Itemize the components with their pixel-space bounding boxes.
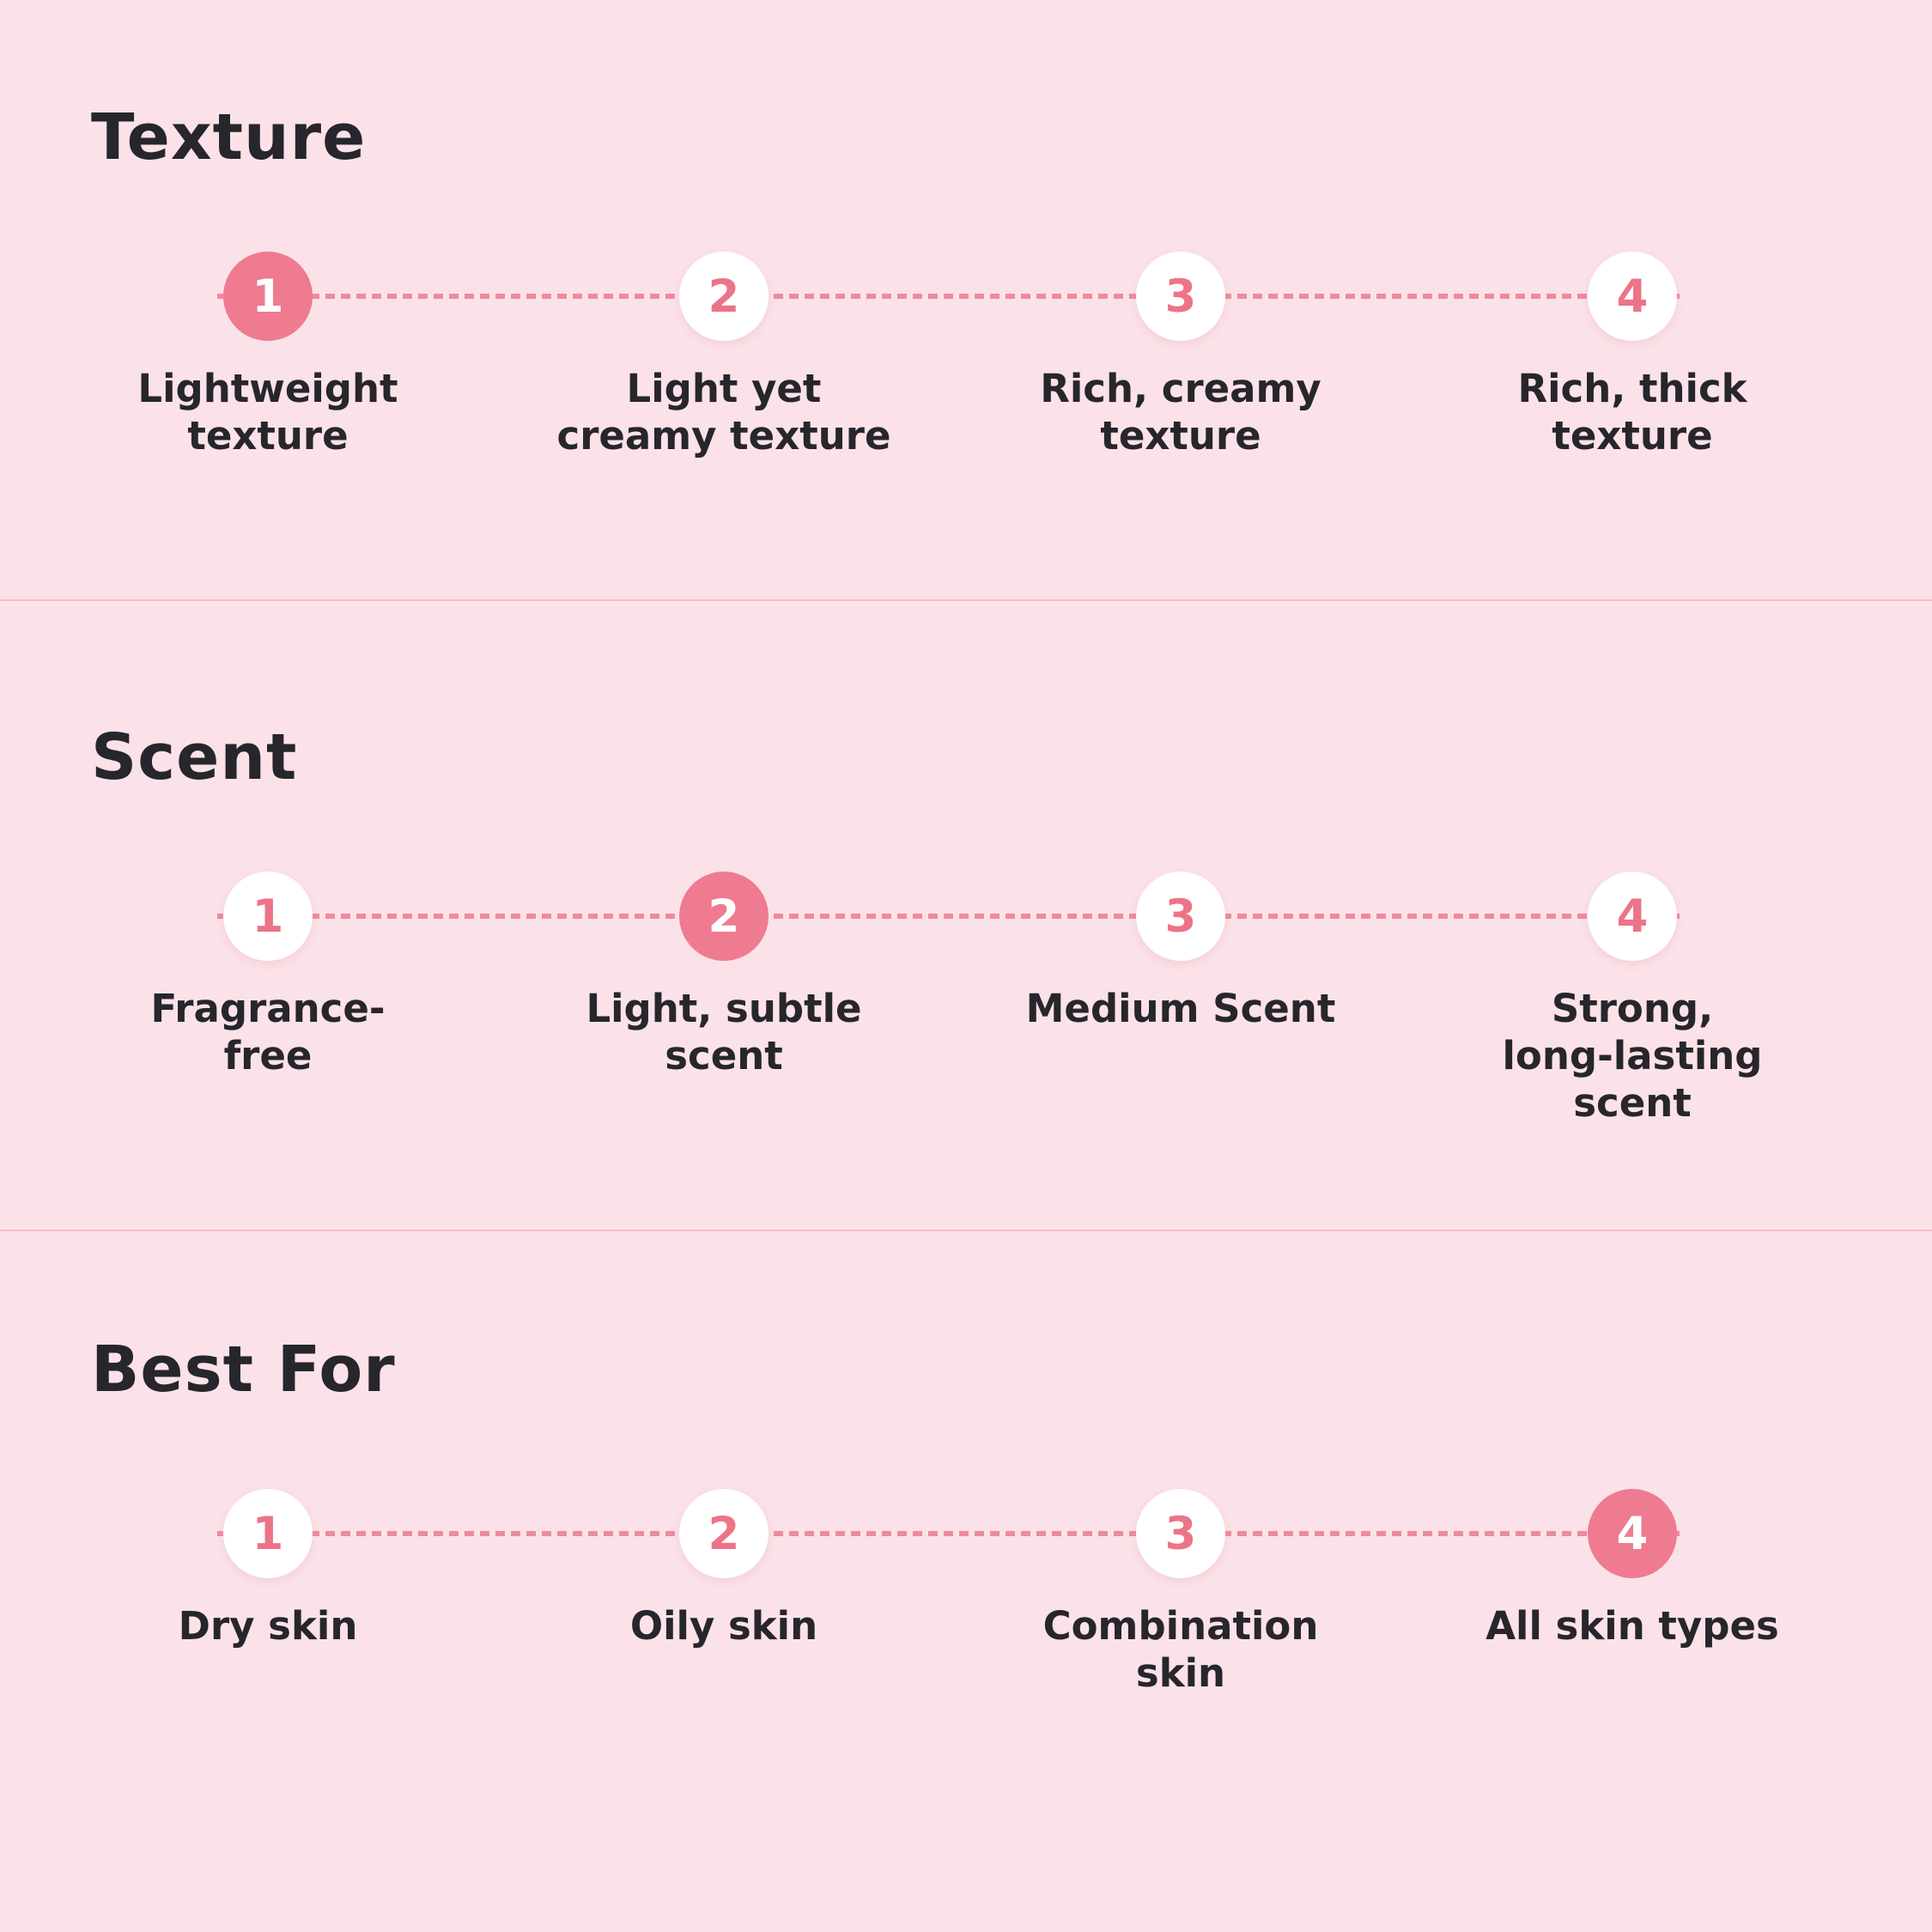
best-for-option-label-1: Dry skin xyxy=(178,1603,358,1649)
texture-stop-3: 3 xyxy=(1136,252,1225,341)
best-for-option-label-2: Oily skin xyxy=(629,1603,818,1649)
texture-option-label-1: Lightweight texture xyxy=(137,366,398,459)
best-for-option-label-4: All skin types xyxy=(1485,1603,1779,1649)
scent-stop-4: 4 xyxy=(1588,872,1677,961)
scent-option-label-3: Medium Scent xyxy=(1025,986,1336,1031)
scent-stop-2-number: 2 xyxy=(708,890,740,943)
texture-stop-2-number: 2 xyxy=(708,270,740,323)
section-texture: Texture 1 2 3 4 Lightweight texture Ligh… xyxy=(0,0,1932,599)
scent-stop-1-number: 1 xyxy=(252,890,284,943)
scent-option-label-1: Fragrance- free xyxy=(150,986,386,1078)
scent-stop-3: 3 xyxy=(1136,872,1225,961)
best-for-stop-3-number: 3 xyxy=(1164,1507,1197,1560)
section-scent: Scent 1 2 3 4 Fragrance- free Light, sub… xyxy=(0,599,1932,1230)
scent-scale-track xyxy=(217,914,1681,919)
texture-stop-4-number: 4 xyxy=(1616,270,1649,323)
section-best-for: Best For 1 2 3 4 Dry skin Oily skin Comb… xyxy=(0,1230,1932,1932)
best-for-stop-3: 3 xyxy=(1136,1489,1225,1578)
section-title-scent: Scent xyxy=(91,720,298,794)
best-for-stop-4: 4 xyxy=(1588,1489,1677,1578)
scent-option-label-4: Strong, long-lasting scent xyxy=(1502,986,1763,1126)
scent-stop-1: 1 xyxy=(223,872,313,961)
section-title-texture: Texture xyxy=(91,100,367,174)
best-for-stop-2: 2 xyxy=(679,1489,769,1578)
scent-stop-2: 2 xyxy=(679,872,769,961)
texture-stop-1: 1 xyxy=(223,252,313,341)
scent-option-label-2: Light, subtle scent xyxy=(586,986,862,1078)
scent-stop-4-number: 4 xyxy=(1616,890,1649,943)
texture-stop-2: 2 xyxy=(679,252,769,341)
texture-stop-1-number: 1 xyxy=(252,270,284,323)
texture-option-label-3: Rich, creamy texture xyxy=(1040,366,1321,459)
texture-option-label-4: Rich, thick texture xyxy=(1517,366,1747,459)
texture-stop-4: 4 xyxy=(1588,252,1677,341)
texture-stop-3-number: 3 xyxy=(1164,270,1197,323)
best-for-option-label-3: Combination skin xyxy=(1042,1603,1319,1696)
texture-option-label-2: Light yet creamy texture xyxy=(556,366,891,459)
best-for-stop-1-number: 1 xyxy=(252,1507,284,1560)
texture-scale-track xyxy=(217,294,1681,299)
best-for-scale-track xyxy=(217,1531,1681,1536)
best-for-stop-2-number: 2 xyxy=(708,1507,740,1560)
section-title-best-for: Best For xyxy=(91,1333,396,1406)
best-for-stop-1: 1 xyxy=(223,1489,313,1578)
scent-stop-3-number: 3 xyxy=(1164,890,1197,943)
best-for-stop-4-number: 4 xyxy=(1616,1507,1649,1560)
